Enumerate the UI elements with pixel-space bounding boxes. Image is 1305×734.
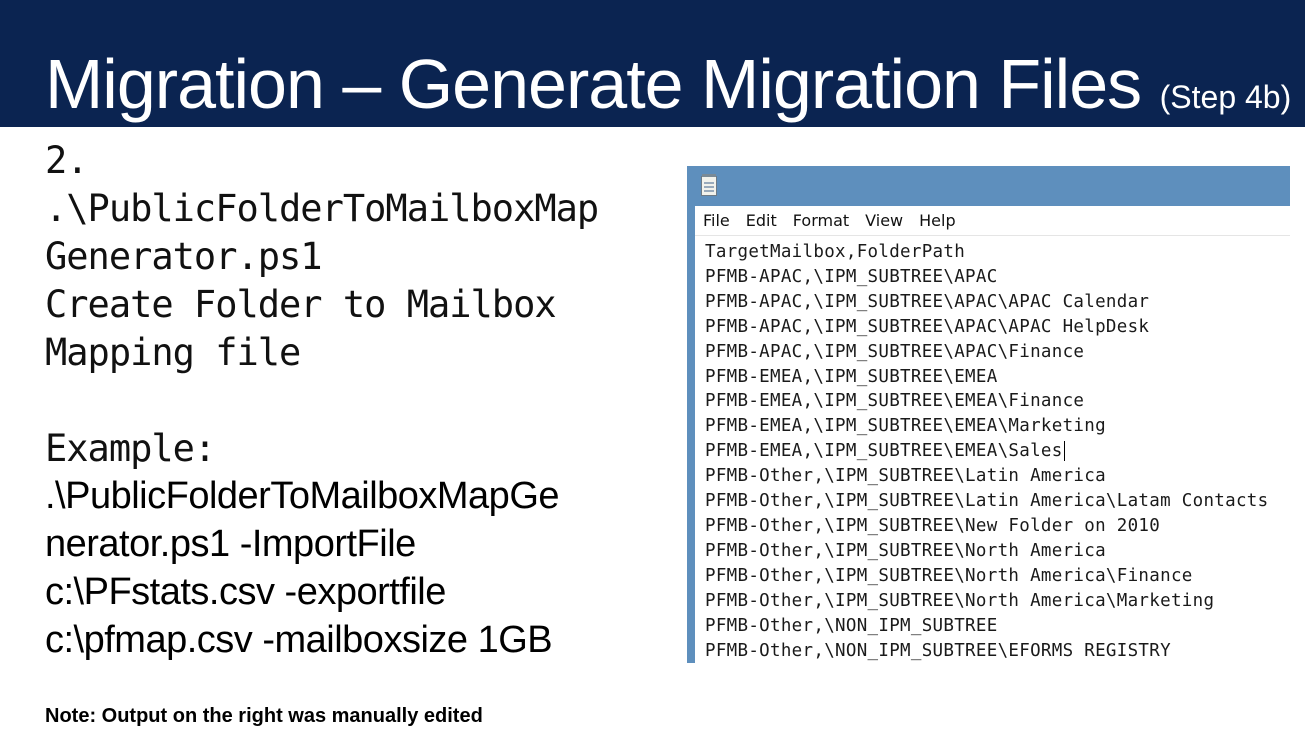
step-line: 2. (45, 139, 89, 182)
csv-line: PFMB-Other,\IPM_SUBTREE\North America\Ma… (705, 590, 1215, 611)
example-line: nerator.ps1 -ImportFile (45, 523, 416, 565)
title-bar: Migration – Generate Migration Files (St… (0, 0, 1305, 127)
csv-line: PFMB-Other,\IPM_SUBTREE\Latin America\La… (705, 491, 1269, 512)
csv-line: PFMB-APAC,\IPM_SUBTREE\APAC\APAC HelpDes… (705, 316, 1150, 337)
csv-line: PFMB-EMEA,\IPM_SUBTREE\EMEA\Sales (705, 441, 1063, 462)
csv-line: PFMB-Other,\IPM_SUBTREE\Latin America (705, 466, 1106, 487)
csv-line: PFMB-EMEA,\IPM_SUBTREE\EMEA\Marketing (705, 416, 1106, 437)
notepad-icon[interactable] (701, 174, 717, 196)
slide-title: Migration – Generate Migration Files (St… (45, 36, 1291, 127)
csv-line: PFMB-EMEA,\IPM_SUBTREE\EMEA (705, 366, 998, 387)
csv-line: TargetMailbox,FolderPath (705, 242, 966, 262)
csv-line: PFMB-Other,\IPM_SUBTREE\North America\Fi… (705, 565, 1193, 586)
step-line: Generator.ps1 (45, 235, 323, 278)
csv-line: PFMB-APAC,\IPM_SUBTREE\APAC (705, 266, 998, 287)
csv-line: PFMB-APAC,\IPM_SUBTREE\APAC\APAC Calenda… (705, 291, 1150, 312)
menu-format[interactable]: Format (792, 211, 850, 230)
menu-file[interactable]: File (703, 211, 730, 230)
menu-help[interactable]: Help (919, 211, 956, 230)
csv-line: PFMB-APAC,\IPM_SUBTREE\APAC\Finance (705, 341, 1085, 362)
notepad-window: File Edit Format View Help TargetMailbox,Fol… (687, 166, 1290, 663)
notepad-titlebar[interactable] (687, 166, 1290, 206)
menu-view[interactable]: View (865, 211, 904, 230)
note-text: Note: Output on the right was manually e… (45, 705, 483, 727)
csv-line: PFMB-Other,\NON_IPM_SUBTREE\EFORMS REGIS… (705, 640, 1171, 661)
example-line: c:\pfmap.csv -mailboxsize 1GB (45, 619, 553, 661)
step-line: .\PublicFolderToMailboxMap (45, 187, 599, 230)
example-line: .\PublicFolderToMailboxMapGe (45, 475, 560, 517)
csv-line: PFMB-Other,\IPM_SUBTREE\New Folder on 20… (705, 515, 1161, 536)
slide-title-step: (Step 4b) (1159, 79, 1292, 115)
notepad-text-area[interactable]: TargetMailbox,FolderPath PFMB-APAC,\IPM_… (695, 236, 1290, 663)
step-line: Example: (45, 427, 216, 470)
csv-line: PFMB-EMEA,\IPM_SUBTREE\EMEA\Finance (705, 391, 1085, 412)
step-line: Create Folder to Mailbox (45, 283, 557, 326)
csv-line: PFMB-Other,\NON_IPM_SUBTREE (705, 615, 998, 636)
step-line: Mapping file (45, 331, 301, 374)
menu-edit[interactable]: Edit (745, 211, 777, 230)
csv-line: PFMB-Other,\IPM_SUBTREE\North America (705, 540, 1106, 561)
slide-title-main: Migration – Generate Migration Files (45, 45, 1142, 123)
step-line: ​ (45, 377, 685, 425)
example-line: c:\PFstats.csv -exportfile (45, 571, 446, 613)
example-command: .\PublicFolderToMailboxMapGe nerator.ps1 … (45, 472, 665, 664)
text-caret (1063, 441, 1065, 462)
csv-line-with-caret: PFMB-EMEA,\IPM_SUBTREE\EMEA\Sales (705, 439, 1290, 464)
notepad-menubar: File Edit Format View Help (695, 206, 1290, 236)
